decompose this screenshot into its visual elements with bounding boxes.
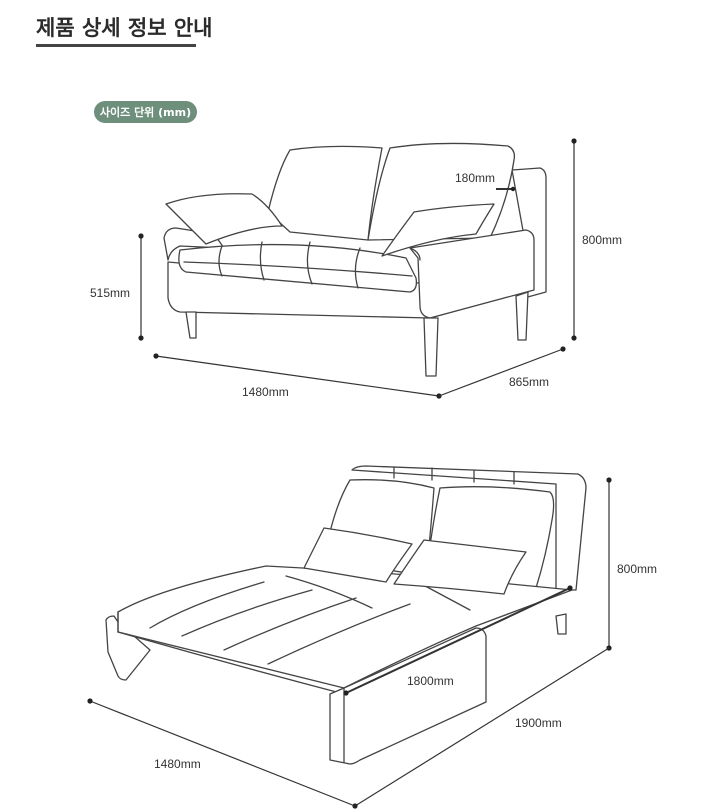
sofa-width-label: 1480mm: [242, 385, 289, 399]
bed-total-length-label: 1900mm: [515, 716, 562, 730]
sofa-seat-height-label: 515mm: [90, 286, 131, 300]
bed-dimension-lines: [87, 477, 612, 809]
sofa-depth-label: 865mm: [509, 375, 550, 389]
bed-width-label: 1480mm: [154, 757, 201, 771]
bed-height-label: 800mm: [617, 562, 658, 576]
page-title: 제품 상세 정보 안내: [36, 16, 213, 40]
sofa-dimension-lines: [138, 138, 577, 399]
sofa-illustration: [163, 142, 547, 377]
bed-mattress-length-label: 1800mm: [407, 674, 454, 688]
bed-illustration: [105, 465, 587, 765]
sofa-total-height-label: 800mm: [582, 233, 623, 247]
unit-badge: 사이즈 단위 (mm): [94, 101, 197, 123]
title-underline: [36, 44, 196, 47]
sofa-back-depth-label: 180mm: [455, 171, 496, 185]
